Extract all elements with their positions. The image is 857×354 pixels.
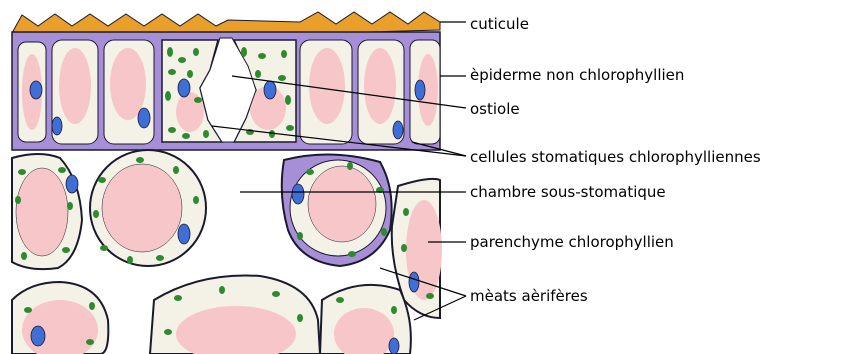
nucleus [415,80,425,100]
nucleus [389,338,399,354]
nucleus [178,79,190,97]
label-cellules-stomatiques: cellules stomatiques chlorophylliennes [470,148,761,166]
nucleus [138,108,150,128]
nucleus [31,326,45,346]
label-parenchyme: parenchyme chlorophyllien [470,233,674,251]
label-cuticule: cuticule [470,15,529,33]
nucleus [66,175,78,193]
label-epiderme: èpiderme non chlorophyllien [470,66,684,84]
nucleus [409,272,419,292]
label-ostiole: ostiole [470,100,520,118]
mesophyll [12,150,442,354]
nucleus [52,117,62,135]
nucleus [178,224,190,244]
nucleus [292,184,304,204]
nucleus [30,81,42,99]
nucleus [264,81,276,99]
nucleus [393,121,403,139]
label-chambre-sous-stomatique: chambre sous-stomatique [470,183,666,201]
label-meats-aeriferes: mèats aèrifères [470,287,588,305]
